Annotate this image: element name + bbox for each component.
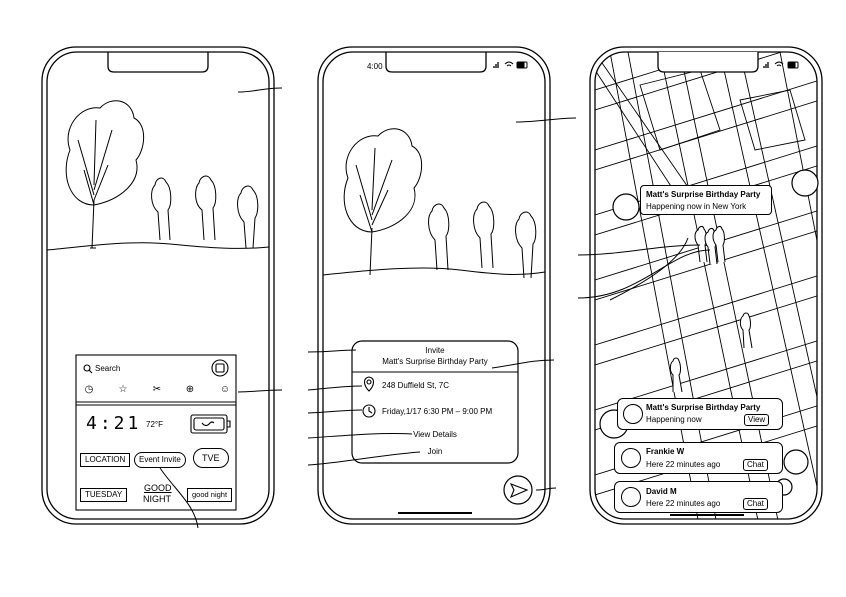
- person-name: Frankie W: [646, 447, 685, 456]
- smiley-icon[interactable]: ☺: [219, 384, 231, 395]
- phone-3-frame: [589, 46, 823, 525]
- phone-3-status-icons: [763, 61, 799, 69]
- tuesday-chip[interactable]: TUESDAY: [80, 488, 128, 502]
- map-callout-title: Matt's Surprise Birthday Party: [646, 190, 761, 199]
- chat-button-label: Chat: [747, 499, 764, 508]
- good-night-top[interactable]: GOOD: [144, 483, 172, 493]
- clock-digits: 4:21: [86, 413, 142, 434]
- temperature-label: 72°F: [146, 420, 163, 429]
- event-view-button[interactable]: View: [744, 414, 770, 426]
- event-card-subtitle: Happening now: [646, 415, 702, 424]
- add-icon[interactable]: ⊕: [185, 384, 195, 395]
- invite-title: Matt's Surprise Birthday Party: [382, 357, 488, 366]
- status-time: 4:00: [367, 62, 383, 71]
- phone-2-status-icons: [493, 61, 528, 69]
- invite-clock-icon: [362, 404, 376, 418]
- person-avatar: [621, 448, 641, 468]
- chat-button[interactable]: Chat: [743, 498, 768, 510]
- event-card-avatar: [623, 404, 643, 424]
- widget-panel: [75, 354, 237, 511]
- battery-icon: [193, 417, 225, 431]
- person-last-seen: Here 22 minutes ago: [646, 499, 721, 508]
- invite-address: 248 Duffield St, 7C: [382, 381, 450, 390]
- good-night-chip[interactable]: good night: [187, 488, 233, 502]
- map-people-group: [669, 226, 753, 393]
- invite-card-outline: [351, 340, 519, 464]
- invite-location-icon: [362, 377, 376, 391]
- event-card-title: Matt's Surprise Birthday Party: [646, 403, 761, 412]
- tve-chip[interactable]: TVE: [193, 448, 229, 468]
- map-callout-subtitle: Happening now in New York: [646, 202, 747, 211]
- invite-header: Invite: [425, 346, 445, 355]
- phone-1-frame: [41, 46, 275, 525]
- note-icon[interactable]: [212, 360, 228, 376]
- chat-button-label: Chat: [747, 460, 764, 469]
- tools-icon[interactable]: ✂: [152, 384, 162, 395]
- phone-2-scenery: [322, 128, 546, 279]
- invite-icons: [362, 376, 376, 418]
- person-card-frankie[interactable]: Frankie W Here 22 minutes ago Chat: [614, 442, 783, 474]
- send-button[interactable]: [504, 476, 532, 504]
- event-invite-chip[interactable]: Event Invite: [134, 452, 186, 468]
- person-card-david[interactable]: David M Here 22 minutes ago Chat: [614, 481, 783, 513]
- map-callout[interactable]: Matt's Surprise Birthday Party Happening…: [640, 185, 772, 215]
- location-chip[interactable]: LOCATION: [80, 453, 131, 467]
- invite-when: Friday,1/17 6:30 PM – 9:00 PM: [382, 407, 493, 416]
- widget-search-icon[interactable]: [80, 362, 94, 374]
- event-card[interactable]: Matt's Surprise Birthday Party Happening…: [617, 398, 783, 430]
- person-avatar: [621, 487, 641, 507]
- phone-1-scenery: [46, 100, 270, 251]
- event-view-label: View: [748, 415, 766, 424]
- send-button-shape: [503, 475, 533, 505]
- chat-button[interactable]: Chat: [743, 459, 768, 471]
- person-name: David M: [646, 487, 677, 496]
- good-night-bottom[interactable]: NIGHT: [143, 494, 171, 504]
- star-icon[interactable]: ☆: [118, 384, 128, 395]
- clock-icon[interactable]: ◷: [84, 384, 94, 395]
- person-last-seen: Here 22 minutes ago: [646, 460, 721, 469]
- join-button[interactable]: Join: [427, 447, 443, 456]
- phone-2-frame: [317, 46, 551, 525]
- widget-search-label[interactable]: Search: [95, 364, 121, 373]
- view-details-button[interactable]: View Details: [413, 430, 457, 439]
